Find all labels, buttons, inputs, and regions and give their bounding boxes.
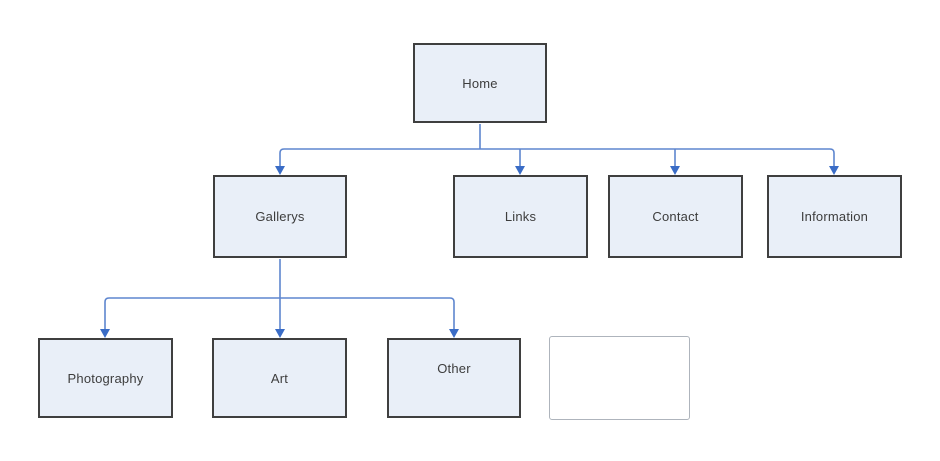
arrowhead-other (449, 329, 459, 338)
node-home[interactable]: Home (413, 43, 547, 123)
empty-placeholder-box[interactable] (549, 336, 690, 420)
node-information-label: Information (800, 209, 869, 224)
arrowhead-links (515, 166, 525, 175)
node-links-label: Links (504, 209, 537, 224)
node-other[interactable]: Other (387, 338, 521, 418)
connector-top-rail (279, 148, 835, 167)
node-photography-label: Photography (67, 370, 144, 386)
arrowhead-contact (670, 166, 680, 175)
node-contact[interactable]: Contact (608, 175, 743, 258)
arrowhead-information (829, 166, 839, 175)
node-gallerys[interactable]: Gallerys (213, 175, 347, 258)
node-art-label: Art (270, 370, 289, 386)
node-gallerys-label: Gallerys (255, 209, 305, 224)
node-art[interactable]: Art (212, 338, 347, 418)
node-photography[interactable]: Photography (38, 338, 173, 418)
arrowhead-photography (100, 329, 110, 338)
connector-bottom-rail (104, 297, 455, 330)
node-information[interactable]: Information (767, 175, 902, 258)
node-home-label: Home (462, 75, 498, 91)
node-other-label: Other (437, 360, 471, 376)
arrowhead-gallerys (275, 166, 285, 175)
node-contact-label: Contact (652, 209, 699, 224)
arrowhead-art (275, 329, 285, 338)
node-links[interactable]: Links (453, 175, 588, 258)
